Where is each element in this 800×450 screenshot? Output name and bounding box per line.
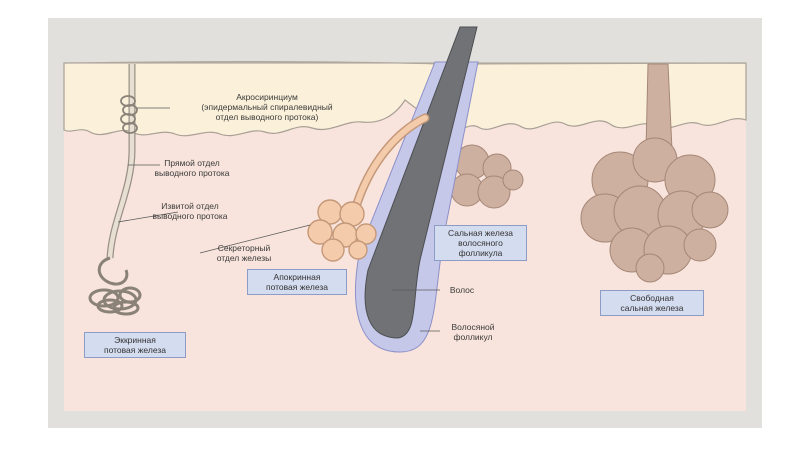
box-apocrine: Апокринная потовая железа bbox=[247, 269, 347, 295]
box-free-sebaceous: Свободная сальная железа bbox=[600, 290, 704, 316]
box-follicle-sebaceous: Сальная железа волосяного фолликула bbox=[434, 225, 527, 261]
box-eccrine: Эккринная потовая железа bbox=[84, 332, 186, 358]
label-follicle: Волосяной фолликул bbox=[451, 322, 495, 342]
acrosyringium-spiral bbox=[120, 95, 138, 134]
leader-coiled-duct bbox=[117, 211, 179, 223]
leader-secretory bbox=[199, 224, 311, 254]
eccrine-duct-inner bbox=[107, 64, 135, 259]
hair-shaft bbox=[364, 26, 478, 339]
label-acrosyringium: Акросиринциум (эпидермальный спиралевидн… bbox=[201, 92, 333, 122]
label-straight-duct: Прямой отдел выводного протока bbox=[154, 158, 230, 178]
label-coiled-duct: Извитой отдел выводного протока bbox=[152, 201, 228, 221]
label-hair: Волос bbox=[449, 285, 475, 295]
leader-lines bbox=[117, 107, 440, 332]
apocrine-gland-coil bbox=[307, 199, 377, 262]
label-secretory: Секреторный отдел железы bbox=[216, 243, 272, 263]
eccrine-gland-coil bbox=[88, 256, 142, 316]
epidermis-layer bbox=[63, 61, 747, 137]
free-sebaceous-gland bbox=[580, 63, 729, 283]
apocrine-duct-inner bbox=[352, 115, 428, 213]
